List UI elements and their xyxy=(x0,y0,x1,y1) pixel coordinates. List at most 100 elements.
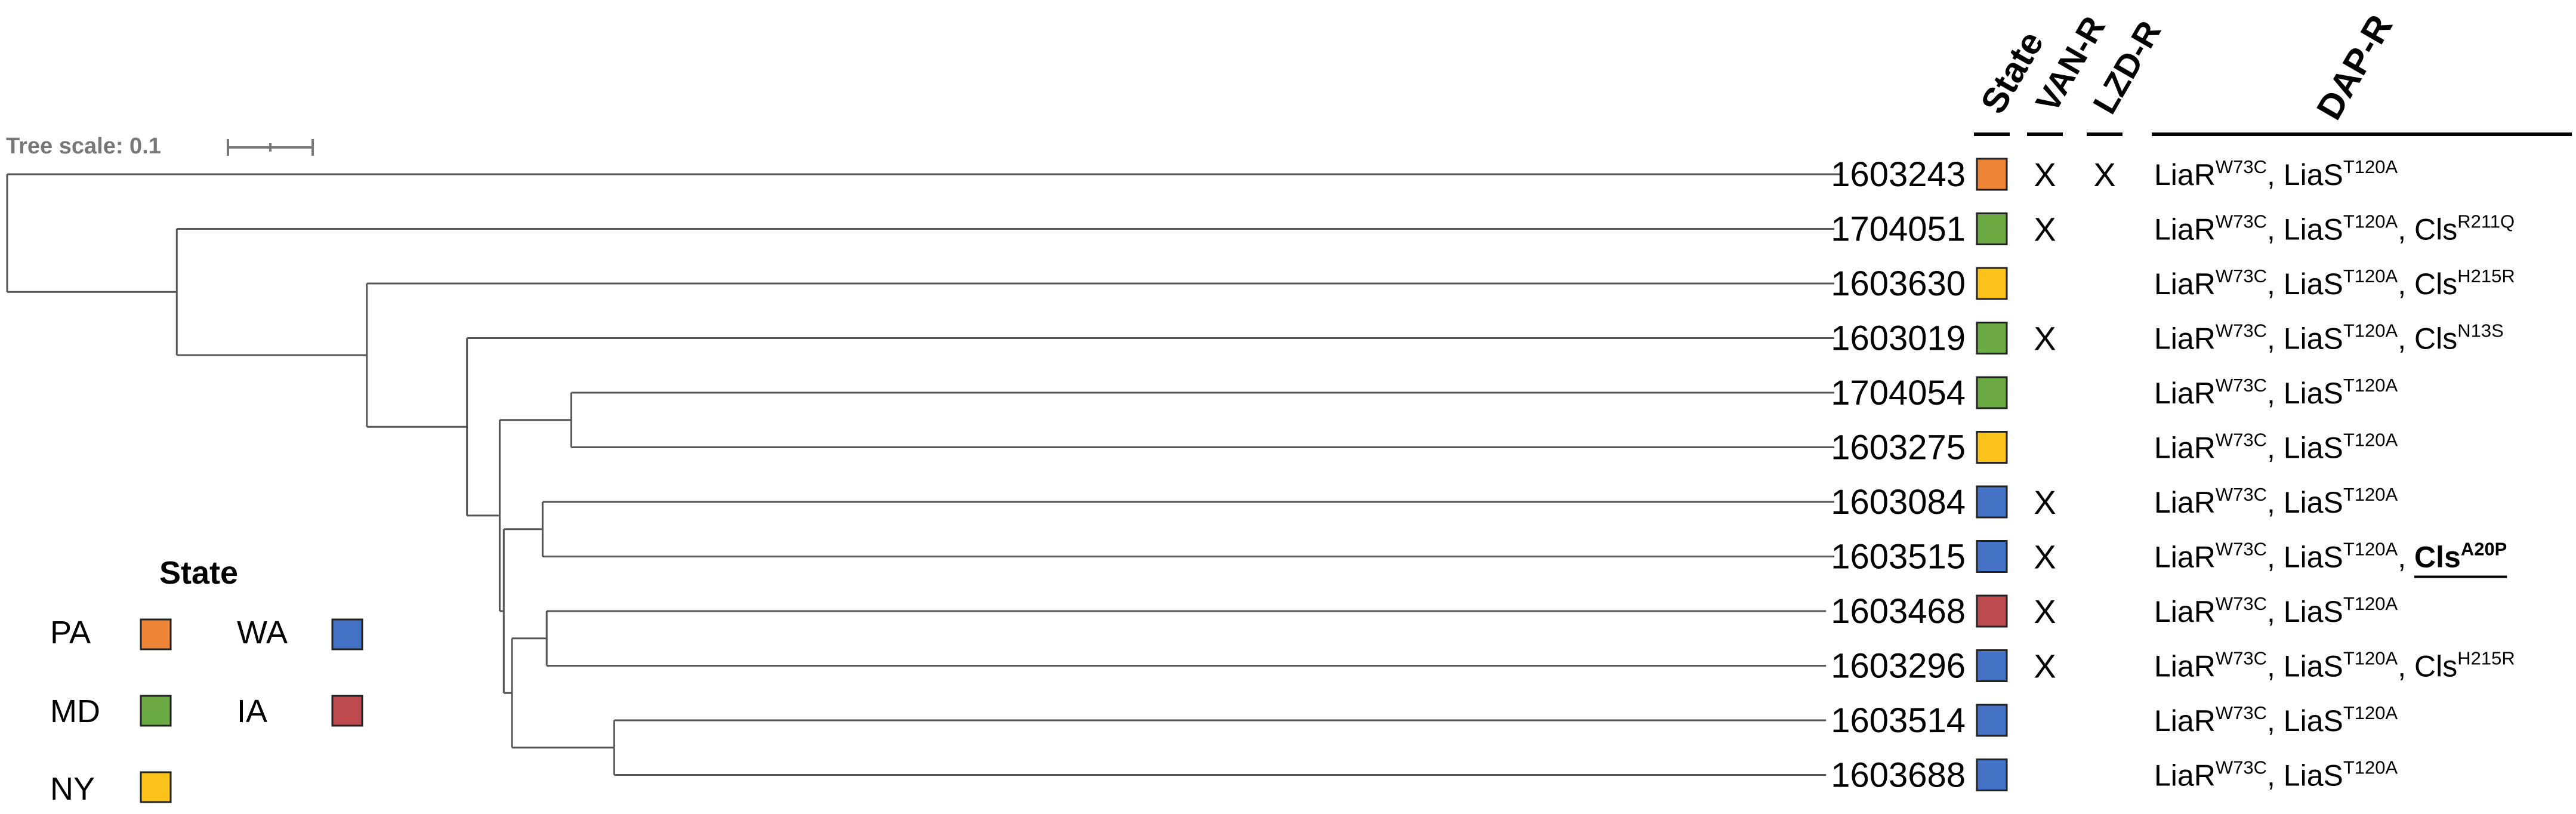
mutation-gene: Cls xyxy=(2414,650,2457,683)
mutation-gene: LiaR xyxy=(2154,595,2216,628)
mutation-gene: Cls xyxy=(2414,213,2457,246)
mutation-gene: Cls xyxy=(2414,541,2461,574)
state-swatch xyxy=(1976,267,2008,300)
leaf-row: 1603084 X LiaRW73C, LiaST120A xyxy=(1831,483,2398,522)
legend-swatch-pa xyxy=(140,618,172,650)
mutation-gene: LiaR xyxy=(2154,267,2216,301)
dap-r-mutations: LiaRW73C, LiaST120A xyxy=(2154,757,2398,793)
mutation-gene: LiaS xyxy=(2284,431,2343,465)
dap-r-mutations: LiaRW73C, LiaST120A xyxy=(2154,593,2398,628)
legend-label-ny: NY xyxy=(50,771,95,807)
leaf-row: 1603275 LiaRW73C, LiaST120A xyxy=(1831,428,2398,467)
mutation-gene: LiaR xyxy=(2154,377,2216,410)
mutation-superscript: T120A xyxy=(2343,593,2398,614)
tree-scale-bar xyxy=(227,139,314,156)
isolate-label: 1603084 xyxy=(1831,483,1966,522)
isolate-label: 1603630 xyxy=(1831,264,1966,303)
isolate-label: 1603275 xyxy=(1831,428,1966,467)
tree-branches xyxy=(6,173,1841,776)
mutation-superscript: W73C xyxy=(2216,484,2267,505)
state-swatch xyxy=(1976,431,2008,464)
mutation-superscript: W73C xyxy=(2216,757,2267,778)
legend-label-ia: IA xyxy=(237,693,267,729)
mutation-superscript: T120A xyxy=(2343,320,2398,341)
mutation-gene: LiaR xyxy=(2154,704,2216,738)
van-r-mark: X xyxy=(2034,648,2056,685)
legend: State PA WA MD IA NY xyxy=(50,555,363,807)
mutation-gene: LiaS xyxy=(2284,267,2343,301)
tree-scale: Tree scale: 0.1 xyxy=(6,134,314,159)
mutation-superscript: T120A xyxy=(2343,539,2398,560)
isolate-label: 1603296 xyxy=(1831,647,1966,686)
dap-r-mutations: LiaRW73C, LiaST120A xyxy=(2154,702,2398,738)
header-dap-r: DAP-R xyxy=(2309,8,2400,126)
mutation-gene: LiaR xyxy=(2154,431,2216,465)
dap-r-mutations: LiaRW73C, LiaST120A xyxy=(2154,484,2398,519)
van-r-mark: X xyxy=(2034,538,2056,576)
legend-swatch-ia xyxy=(331,695,363,727)
mutation-superscript: N13S xyxy=(2457,320,2504,341)
legend-label-md: MD xyxy=(50,693,100,729)
mutation-gene: Cls xyxy=(2414,267,2457,301)
mutation-superscript: W73C xyxy=(2216,156,2267,177)
mutation-superscript: T120A xyxy=(2343,484,2398,505)
van-r-mark: X xyxy=(2034,593,2056,630)
state-swatch xyxy=(1976,540,2008,573)
isolate-label: 1603243 xyxy=(1831,155,1966,194)
dap-r-mutations: LiaRW73C, LiaST120A xyxy=(2154,375,2398,410)
mutation-gene: LiaR xyxy=(2154,650,2216,683)
legend-swatch-wa xyxy=(331,618,363,650)
legend-swatch-ny xyxy=(140,771,172,803)
mutation-superscript: T120A xyxy=(2343,702,2398,723)
mutation-superscript: T120A xyxy=(2343,266,2398,286)
mutation-gene: LiaS xyxy=(2284,486,2343,519)
mutation-gene: LiaS xyxy=(2284,650,2343,683)
mutation-superscript: R211Q xyxy=(2457,211,2515,232)
state-swatch xyxy=(1976,212,2008,245)
state-swatch xyxy=(1976,594,2008,628)
van-r-mark: X xyxy=(2034,483,2056,521)
isolate-label: 1704051 xyxy=(1831,210,1966,249)
lzd-r-mark: X xyxy=(2093,156,2115,193)
mutation-superscript: T120A xyxy=(2343,375,2398,396)
tree-scale-label: Tree scale: 0.1 xyxy=(6,134,161,159)
mutation-superscript: W73C xyxy=(2216,648,2267,669)
dap-r-mutations: LiaRW73C, LiaST120A, ClsH215R xyxy=(2154,648,2515,683)
mutation-superscript: T120A xyxy=(2343,430,2398,451)
mutation-superscript: T120A xyxy=(2343,648,2398,669)
isolate-label: 1603468 xyxy=(1831,592,1966,631)
mutation-superscript: W73C xyxy=(2216,211,2267,232)
dap-r-mutations: LiaRW73C, LiaST120A, ClsN13S xyxy=(2154,320,2504,356)
mutation-superscript: W73C xyxy=(2216,430,2267,451)
isolate-label: 1603688 xyxy=(1831,756,1966,795)
mutation-superscript: W73C xyxy=(2216,593,2267,614)
legend-title: State xyxy=(159,555,238,591)
mutation-gene: LiaS xyxy=(2284,322,2343,356)
leaf-row: 1704051 X LiaRW73C, LiaST120A, ClsR211Q xyxy=(1831,210,2515,249)
leaf-row: 1603688 LiaRW73C, LiaST120A xyxy=(1831,756,2398,795)
dap-r-mutations: LiaRW73C, LiaST120A, ClsR211Q xyxy=(2154,211,2515,246)
van-r-mark: X xyxy=(2034,320,2056,357)
dap-r-mutations: LiaRW73C, LiaST120A xyxy=(2154,430,2398,465)
legend-swatch-md xyxy=(140,695,172,727)
van-r-mark: X xyxy=(2034,211,2056,248)
mutation-gene: LiaR xyxy=(2154,759,2216,793)
mutation-gene: LiaS xyxy=(2284,377,2343,410)
state-swatch xyxy=(1976,158,2008,191)
state-swatch xyxy=(1976,376,2008,409)
mutation-gene: LiaR xyxy=(2154,158,2216,192)
state-swatch xyxy=(1976,649,2008,682)
mutation-gene: LiaS xyxy=(2284,704,2343,738)
isolate-label: 1603515 xyxy=(1831,538,1966,576)
mutation-superscript: W73C xyxy=(2216,375,2267,396)
mutation-gene: LiaR xyxy=(2154,213,2216,246)
mutation-superscript: W73C xyxy=(2216,320,2267,341)
mutation-gene: LiaS xyxy=(2284,213,2343,246)
